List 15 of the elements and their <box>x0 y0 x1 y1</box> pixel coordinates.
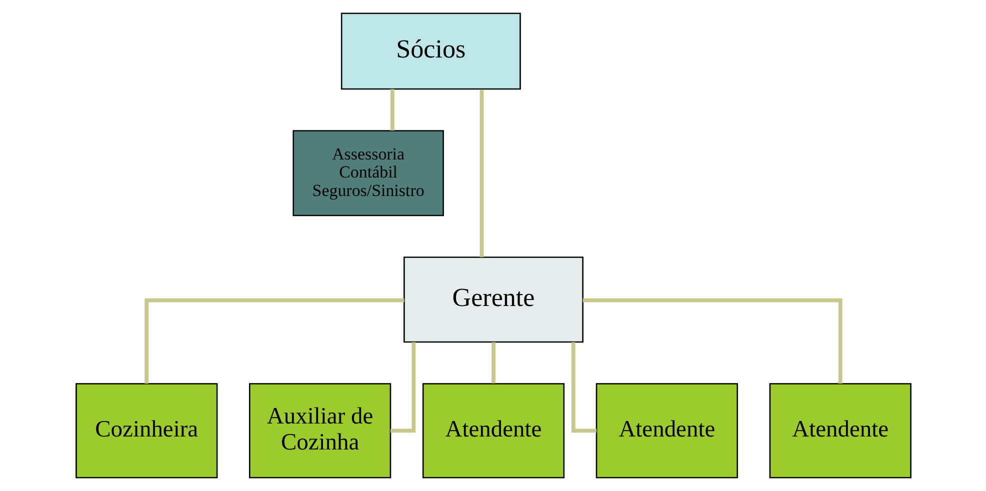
connector <box>390 342 416 433</box>
connector <box>144 298 404 384</box>
node-box: Atendente <box>422 383 564 478</box>
connector <box>479 89 484 258</box>
connector <box>570 342 596 433</box>
node-box: Atendente <box>595 383 738 478</box>
node-box: Gerente <box>403 256 583 343</box>
node-box: Atendente <box>768 383 911 478</box>
connector <box>582 298 842 384</box>
node-box: Auxiliar de Cozinha <box>248 383 391 478</box>
connector <box>390 89 394 131</box>
node-box: Cozinheira <box>75 383 218 478</box>
node-box: Assessoria Contábil Seguros/Sinistro <box>292 130 444 216</box>
node-box: Sócios <box>340 12 520 90</box>
connector <box>491 342 495 384</box>
